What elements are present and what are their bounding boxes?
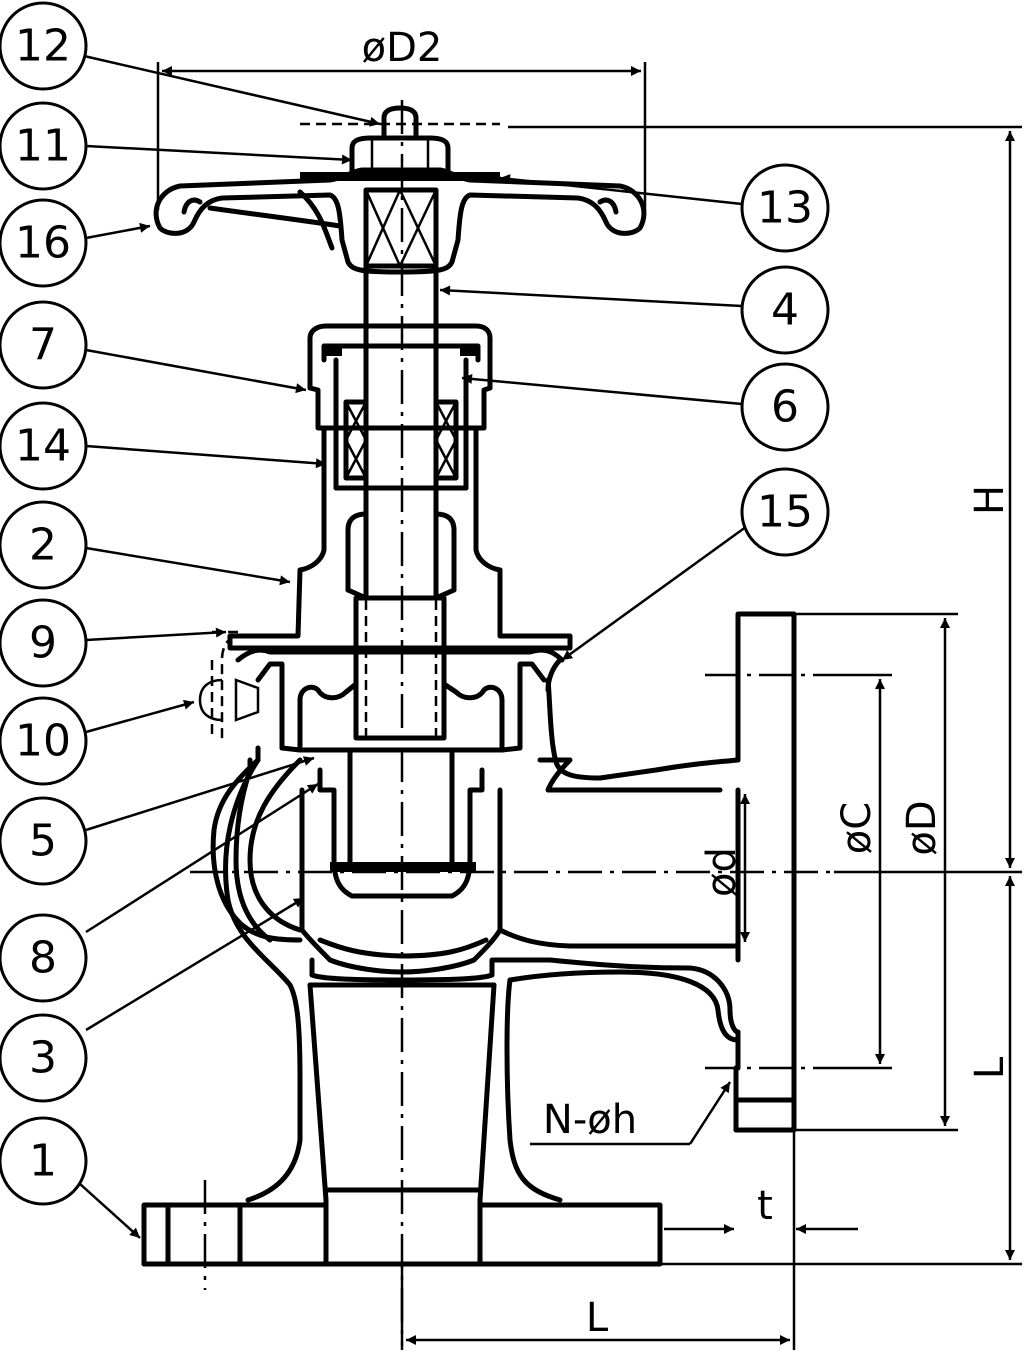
dimension-lines (156, 62, 1022, 1350)
svg-text:10: 10 (15, 716, 71, 767)
balloon-6: 6 (740, 362, 830, 452)
bonnet (227, 425, 573, 753)
balloon-9: 9 (0, 598, 88, 688)
balloon-1: 1 (0, 1116, 88, 1206)
balloon-16: 16 (0, 198, 88, 288)
balloon-5: 5 (0, 796, 88, 886)
dim-label-flange-dia: øD (899, 800, 945, 855)
balloon-3: 3 (0, 1013, 88, 1103)
svg-text:4: 4 (771, 285, 799, 336)
balloon-10: 10 (0, 696, 88, 786)
gland-assembly (307, 323, 493, 491)
side-flange (733, 611, 797, 1133)
balloon-8: 8 (0, 913, 88, 1003)
svg-text:16: 16 (15, 218, 71, 269)
svg-text:6: 6 (771, 382, 799, 433)
balloon-leaders (79, 54, 751, 1239)
svg-text:13: 13 (757, 183, 813, 234)
dim-label-bore-dia: ød (699, 847, 745, 897)
dim-label-side-length: L (967, 1056, 1013, 1079)
dim-label-bottom-length: L (586, 1295, 609, 1341)
svg-text:5: 5 (29, 816, 57, 867)
balloon-15: 15 (740, 467, 830, 557)
center-lines (190, 100, 830, 1345)
svg-text:11: 11 (15, 121, 71, 172)
balloon-14: 14 (0, 401, 88, 491)
svg-text:14: 14 (15, 421, 71, 472)
dim-label-handwheel-dia: øD2 (362, 25, 443, 71)
dim-label-bolt-circle-dia: øC (834, 802, 880, 854)
balloon-12: 12 (0, 1, 88, 91)
svg-text:1: 1 (29, 1136, 57, 1187)
svg-text:12: 12 (15, 21, 71, 72)
svg-text:3: 3 (29, 1033, 57, 1084)
svg-text:9: 9 (29, 618, 57, 669)
svg-text:7: 7 (29, 320, 57, 371)
drain-plug (198, 630, 260, 740)
svg-text:2: 2 (29, 520, 57, 571)
dim-label-thickness: t (757, 1183, 773, 1229)
balloon-7: 7 (0, 300, 88, 390)
valve-body (210, 657, 741, 1203)
svg-text:8: 8 (29, 933, 57, 984)
top-nut (300, 105, 500, 175)
balloon-2: 2 (0, 500, 88, 590)
balloon-4: 4 (740, 265, 830, 355)
dim-label-height: H (967, 485, 1013, 515)
handwheel (153, 167, 647, 275)
balloon-11: 11 (0, 101, 88, 191)
dim-label-bolt-holes: N-øh (543, 1097, 637, 1143)
balloon-13: 13 (740, 163, 830, 253)
svg-text:15: 15 (757, 487, 813, 538)
